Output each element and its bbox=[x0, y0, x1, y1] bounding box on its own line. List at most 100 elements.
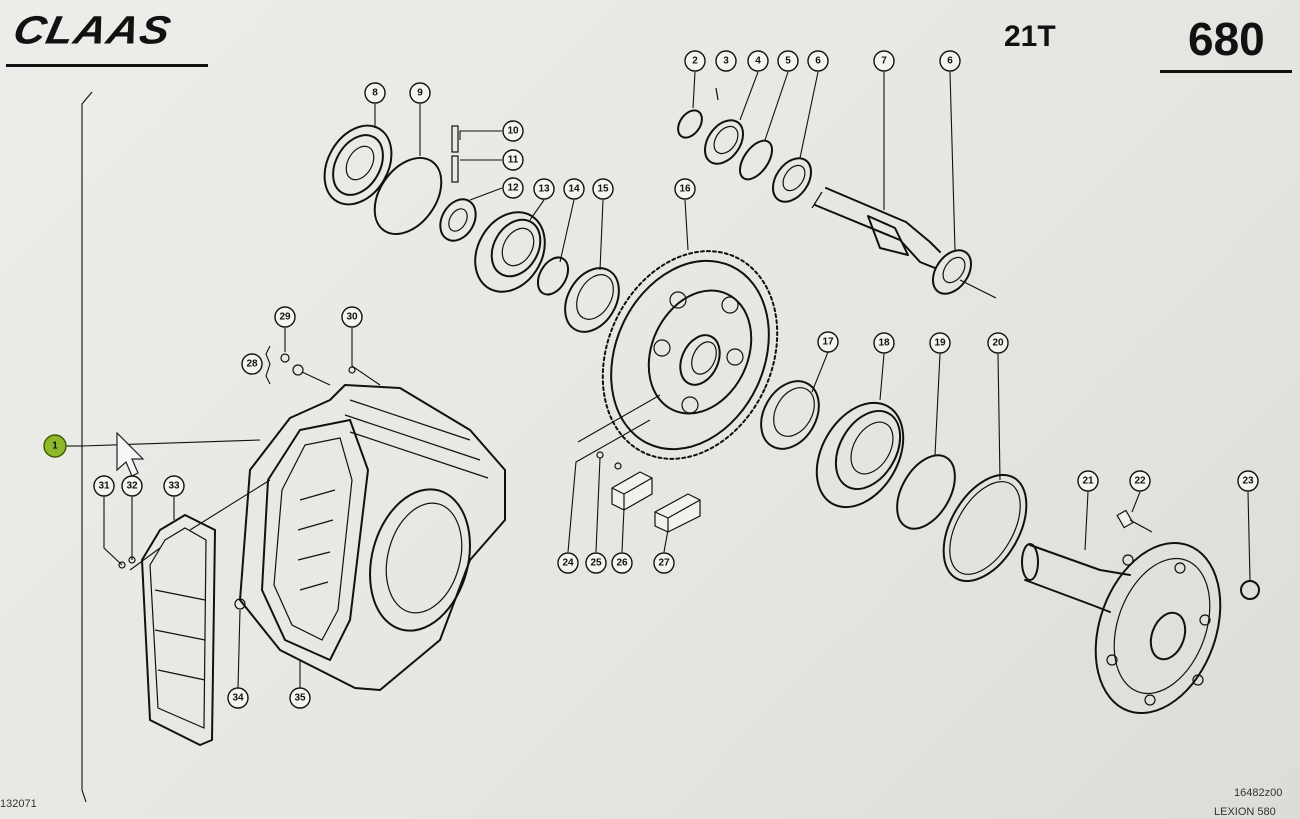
svg-text:2: 2 bbox=[692, 56, 698, 67]
callout-14[interactable]: 14 bbox=[563, 178, 585, 200]
callout-13[interactable]: 13 bbox=[533, 178, 555, 200]
part-25-ball[interactable] bbox=[614, 462, 622, 470]
svg-text:11: 11 bbox=[508, 155, 519, 166]
svg-text:3: 3 bbox=[723, 56, 729, 67]
callout-29[interactable]: 29 bbox=[274, 306, 296, 328]
part-29-plug[interactable] bbox=[280, 353, 290, 363]
callout-31[interactable]: 31 bbox=[93, 475, 115, 497]
callout-15[interactable]: 15 bbox=[592, 178, 614, 200]
reference-code: 16482z00 bbox=[1234, 787, 1283, 799]
part-7-pinion-shaft[interactable] bbox=[811, 187, 941, 269]
svg-text:30: 30 bbox=[346, 312, 358, 323]
callout-3[interactable]: 3 bbox=[715, 50, 737, 72]
callout-27[interactable]: 27 bbox=[653, 552, 675, 574]
part-5-o-ring[interactable] bbox=[734, 135, 779, 185]
callout-4[interactable]: 4 bbox=[747, 50, 769, 72]
svg-text:9: 9 bbox=[417, 88, 423, 99]
svg-text:34: 34 bbox=[232, 693, 244, 704]
brand-underline bbox=[6, 64, 208, 67]
part-30-plug[interactable] bbox=[348, 366, 356, 374]
svg-text:5: 5 bbox=[785, 56, 791, 67]
callout-16[interactable]: 16 bbox=[674, 178, 696, 200]
callout-2[interactable]: 2 bbox=[684, 50, 706, 72]
callout-17[interactable]: 17 bbox=[817, 331, 839, 353]
part-16-spur-gear[interactable] bbox=[570, 222, 810, 487]
callout-8[interactable]: 8 bbox=[364, 82, 386, 104]
callout-10[interactable]: 10 bbox=[502, 120, 524, 142]
svg-text:19: 19 bbox=[934, 338, 946, 349]
callout-1[interactable]: 1 bbox=[43, 434, 67, 458]
callout-28[interactable]: 28 bbox=[241, 353, 263, 375]
part-19-shim-ring[interactable] bbox=[885, 445, 967, 538]
callout-12[interactable]: 12 bbox=[502, 177, 524, 199]
callout-5[interactable]: 5 bbox=[777, 50, 799, 72]
svg-text:35: 35 bbox=[294, 693, 306, 704]
callout-9[interactable]: 9 bbox=[409, 82, 431, 104]
part-34-plug[interactable] bbox=[234, 598, 246, 610]
part-13-bearing[interactable] bbox=[461, 200, 558, 305]
svg-text:4: 4 bbox=[755, 56, 761, 67]
part-9-o-ring[interactable] bbox=[361, 146, 455, 247]
part-22-bolt[interactable] bbox=[1116, 509, 1153, 533]
part-23-nut[interactable] bbox=[1240, 580, 1260, 600]
part-3-key[interactable] bbox=[715, 87, 719, 101]
part-33-cover-gasket[interactable] bbox=[141, 514, 216, 746]
part-26-clip[interactable] bbox=[611, 471, 653, 511]
part-11-pin[interactable] bbox=[451, 155, 459, 183]
part-6-bearing-end[interactable] bbox=[925, 243, 997, 301]
part-10-pin[interactable] bbox=[451, 125, 459, 153]
svg-text:20: 20 bbox=[992, 338, 1004, 349]
callout-6-second[interactable]: 6 bbox=[939, 50, 961, 72]
callout-25[interactable]: 25 bbox=[585, 552, 607, 574]
callout-32[interactable]: 32 bbox=[121, 475, 143, 497]
callout-18[interactable]: 18 bbox=[873, 332, 895, 354]
callout-7[interactable]: 7 bbox=[873, 50, 895, 72]
part-31-screw[interactable] bbox=[118, 561, 126, 569]
part-24-ball[interactable] bbox=[596, 451, 604, 459]
part-18-bearing[interactable] bbox=[799, 388, 921, 523]
callout-34[interactable]: 34 bbox=[227, 687, 249, 709]
leader-1-housing bbox=[81, 439, 261, 447]
callout-6[interactable]: 6 bbox=[807, 50, 829, 72]
part-20-o-ring[interactable] bbox=[927, 461, 1044, 595]
callout-26[interactable]: 26 bbox=[611, 552, 633, 574]
callout-23[interactable]: 23 bbox=[1237, 470, 1259, 492]
part-4-seal[interactable] bbox=[697, 113, 751, 171]
svg-text:23: 23 bbox=[1242, 476, 1254, 487]
part-27-clip[interactable] bbox=[654, 493, 701, 533]
callout-22[interactable]: 22 bbox=[1129, 470, 1151, 492]
drawing-number: 132071 bbox=[0, 798, 37, 810]
svg-text:21: 21 bbox=[1082, 476, 1094, 487]
svg-text:18: 18 bbox=[878, 338, 890, 349]
callout-24[interactable]: 24 bbox=[557, 552, 579, 574]
svg-text:16: 16 bbox=[679, 184, 691, 195]
part-15-bearing-cup[interactable] bbox=[554, 259, 630, 342]
part-21-output-flange[interactable] bbox=[1021, 525, 1243, 730]
callout-19[interactable]: 19 bbox=[929, 332, 951, 354]
part-8-seal-cover[interactable] bbox=[311, 114, 405, 217]
callout-33[interactable]: 33 bbox=[163, 475, 185, 497]
part-14-ring[interactable] bbox=[532, 252, 575, 300]
part-17-bearing-cup[interactable] bbox=[749, 371, 830, 459]
callout-11[interactable]: 11 bbox=[502, 149, 524, 171]
part-6-bearing[interactable] bbox=[765, 151, 819, 209]
svg-text:14: 14 bbox=[568, 184, 580, 195]
callout-30[interactable]: 30 bbox=[341, 306, 363, 328]
svg-text:31: 31 bbox=[98, 481, 110, 492]
svg-text:1: 1 bbox=[52, 441, 58, 452]
page-number-underline bbox=[1160, 70, 1292, 73]
callout-21[interactable]: 21 bbox=[1077, 470, 1099, 492]
callout-35[interactable]: 35 bbox=[289, 687, 311, 709]
part-2-ring[interactable] bbox=[673, 106, 707, 142]
svg-text:22: 22 bbox=[1134, 476, 1146, 487]
callout-20[interactable]: 20 bbox=[987, 332, 1009, 354]
svg-text:7: 7 bbox=[881, 56, 887, 67]
svg-text:13: 13 bbox=[538, 184, 550, 195]
svg-text:15: 15 bbox=[597, 184, 609, 195]
part-35-gearbox-housing[interactable] bbox=[239, 384, 506, 691]
svg-text:25: 25 bbox=[590, 558, 602, 569]
part-28-plug[interactable] bbox=[292, 364, 304, 376]
group-code: 21T bbox=[1004, 20, 1056, 53]
part-12-lock-nut[interactable] bbox=[433, 193, 483, 247]
